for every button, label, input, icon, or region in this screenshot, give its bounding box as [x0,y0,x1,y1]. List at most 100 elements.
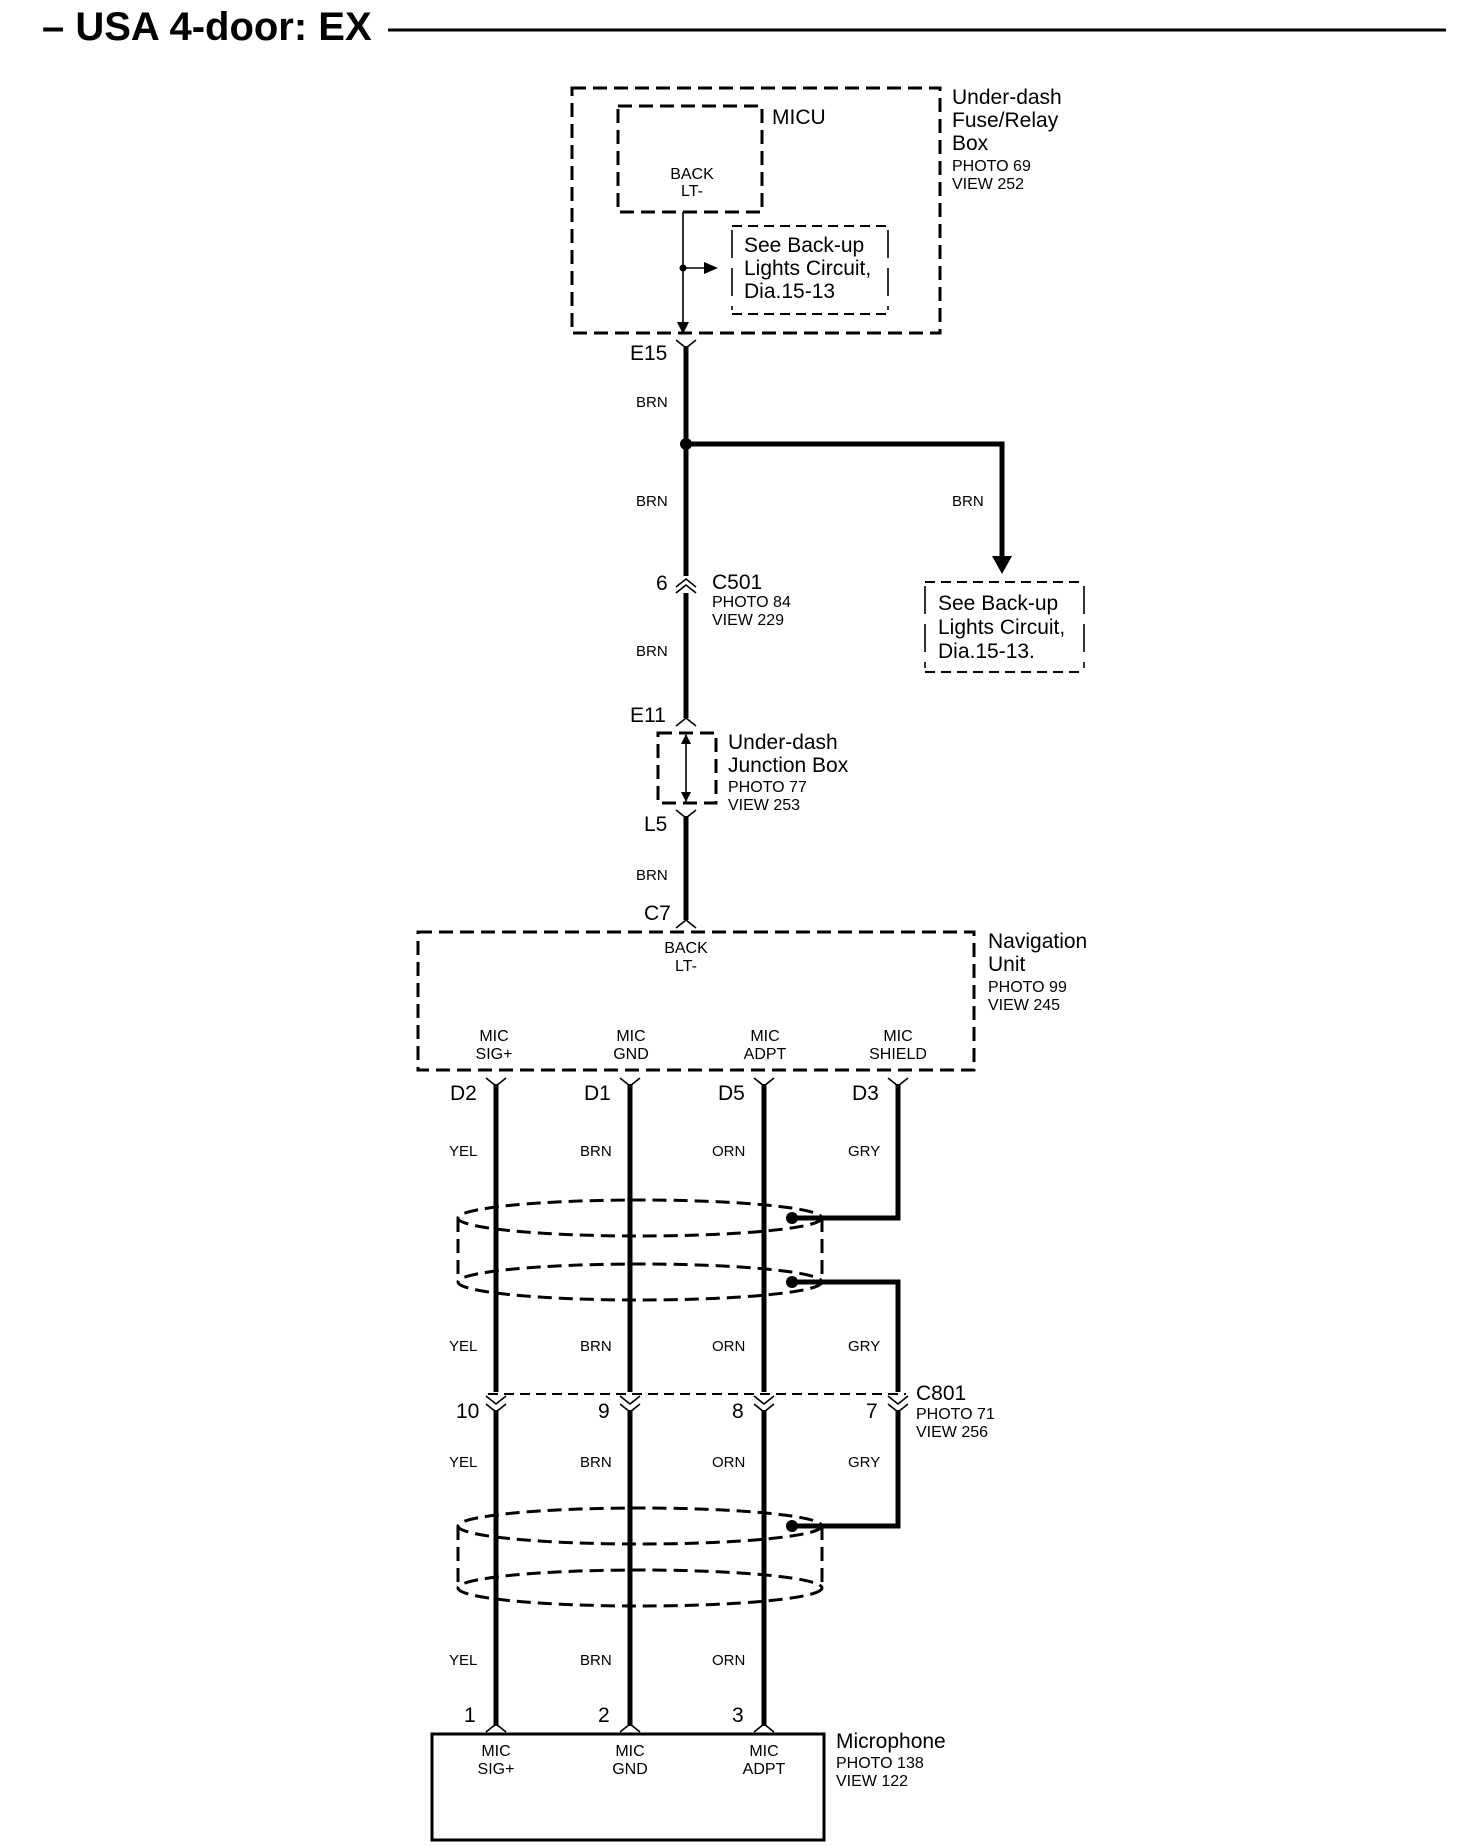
shield1-bottom-ellipse [456,1262,824,1302]
wire-color-d3: GRY [848,1143,880,1160]
note2-line-2: Lights Circuit, [938,616,1065,639]
nav-photo: PHOTO 99 [988,979,1067,996]
microphone-photo: PHOTO 138 [836,1755,924,1772]
nav-terminal-adpt-line-1: MIC [750,1028,779,1045]
mic-wire-color-1: YEL [449,1652,477,1669]
c501-pin: 6 [656,572,668,595]
junction-box-photo: PHOTO 77 [728,779,807,796]
mic-wire-color-3: ORN [712,1652,745,1669]
mic-terminal-adpt-line-1: MIC [749,1743,778,1760]
nav-terminal-sig-line-1: MIC [479,1028,508,1045]
note2-line-3: Dia.15-13. [938,640,1035,663]
navigation-unit-box [416,930,976,1072]
mic-pin1-icon [485,1722,507,1733]
fuse-box-view: VIEW 252 [952,176,1024,193]
mic-terminal-adpt-line-2: ADPT [743,1761,786,1778]
nav-terminal-sig-line-2: SIG+ [476,1046,513,1063]
mic-pin3-icon [753,1722,775,1733]
wire-color-below-c801-1: YEL [449,1454,477,1471]
e11-label: E11 [630,704,666,727]
nav-terminal-shield-line-1: MIC [883,1028,912,1045]
nav-name-line-2: Unit [988,953,1026,976]
wire-color-d2: YEL [449,1143,477,1160]
d3-pin: D3 [852,1082,879,1105]
wire-gry-drain [792,1279,901,1392]
c801-photo: PHOTO 71 [916,1406,995,1423]
note1-line-2: Lights Circuit, [744,257,871,280]
micu-label: MICU [772,106,826,129]
junction-box-arrow-down-icon [681,792,691,802]
mic-pin-2: 2 [598,1704,610,1727]
branch-wire [686,441,1005,560]
microphone-name: Microphone [836,1730,946,1753]
fuse-box-name-line-2: Fuse/Relay [952,109,1059,132]
shield2-bottom-ellipse [456,1568,824,1608]
c801-pin7-icon [887,1395,909,1406]
mic-terminal-gnd-line-2: GND [612,1761,648,1778]
d1-pin: D1 [584,1082,611,1105]
nav-terminal-shield-line-2: SHIELD [869,1046,927,1063]
shield1-drain-dot-top [786,1212,798,1224]
c801-name: C801 [916,1382,966,1405]
note1-line-3: Dia.15-13 [744,280,835,303]
wire-gry-lower [792,1410,901,1529]
shield2-drain-dot [786,1520,798,1532]
mic-terminal-gnd-line-1: MIC [615,1743,644,1760]
nav-name-line-1: Navigation [988,930,1087,953]
branch-wire-color: BRN [952,493,984,510]
wire-color-c501-out: BRN [636,643,668,660]
microphone-box [430,1732,826,1842]
junction-box-arrow-up-icon [681,734,691,744]
c801-pin-8: 8 [732,1400,744,1423]
note1-line-1: See Back-up [744,234,864,257]
fuse-relay-box [570,86,942,335]
fuse-box-name-line-1: Under-dash [952,86,1062,109]
mic-pin-1: 1 [464,1704,476,1727]
nav-terminal-gnd-line-2: GND [613,1046,649,1063]
nav-view: VIEW 245 [988,997,1060,1014]
c7-connector-icon [675,918,697,929]
c501-name: C501 [712,571,762,594]
branch-arrow-icon [992,556,1012,574]
mic-terminal-sig-line-1: MIC [481,1743,510,1760]
c801-pin-10: 10 [456,1400,479,1423]
micu-terminal-line-1: BACK [670,166,714,183]
c801-view: VIEW 256 [916,1424,988,1441]
nav-terminal-gnd-line-1: MIC [616,1028,645,1045]
junction-box-name-line-1: Under-dash [728,731,838,754]
wire-color-below-c801-3: ORN [712,1454,745,1471]
microphone-view: VIEW 122 [836,1773,908,1790]
mic-pin-3: 3 [732,1704,744,1727]
l5-label: L5 [644,813,667,836]
mic-terminal-sig-line-2: SIG+ [478,1761,515,1778]
junction-box [656,731,718,805]
wire-color-above-c801-2: BRN [580,1338,612,1355]
d2-pin: D2 [450,1082,477,1105]
junction-box-name-line-2: Junction Box [728,754,849,777]
micu-branch-arrow-icon [704,262,718,274]
c501-connector-top-icon [675,577,697,588]
wire-color-below-c801-2: BRN [580,1454,612,1471]
wire-color-to-c501: BRN [636,493,668,510]
c801-pin9-icon [619,1395,641,1406]
e15-label: E15 [630,342,667,365]
wire-color-l5-out: BRN [636,867,668,884]
micu-box [616,104,764,214]
shield1-top-ellipse [456,1198,824,1238]
c501-connector-bottom-icon [675,583,697,594]
nav-terminal-adpt-line-2: ADPT [744,1046,787,1063]
c801-pin-7: 7 [866,1400,878,1423]
micu-terminal-line-2: LT- [681,183,703,200]
c501-photo: PHOTO 84 [712,594,791,611]
note2-line-1: See Back-up [938,592,1058,615]
shield2-top-ellipse [456,1506,824,1546]
e11-connector-icon [675,716,697,727]
junction-box-view: VIEW 253 [728,797,800,814]
c801-pin10-icon [485,1395,507,1406]
wire-color-above-c801-3: ORN [712,1338,745,1355]
wire-color-above-c801-1: YEL [449,1338,477,1355]
c801-pin-9: 9 [598,1400,610,1423]
c501-view: VIEW 229 [712,612,784,629]
nav-terminal-back-line-1: BACK [664,940,708,957]
